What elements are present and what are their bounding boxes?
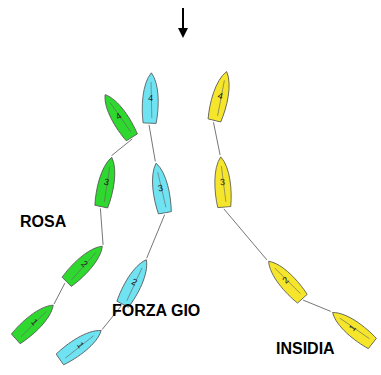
track-line xyxy=(112,139,133,156)
boat-number: 4 xyxy=(140,92,159,103)
boat: 1 xyxy=(8,298,59,347)
track-line xyxy=(224,209,267,260)
boat-number: 3 xyxy=(212,176,232,187)
boat-name-label: INSIDIA xyxy=(276,340,335,358)
wind-arrow-shaft xyxy=(182,8,184,30)
boat: 2 xyxy=(59,239,109,289)
boat: 4 xyxy=(96,89,140,143)
boat: 1 xyxy=(53,322,106,367)
boat: 3 xyxy=(211,155,234,208)
track-line xyxy=(149,125,155,161)
boat: 2 xyxy=(113,255,154,310)
boat-name-label: FORZA GIO xyxy=(112,302,200,320)
boat: 4 xyxy=(204,68,235,123)
wind-arrow-head xyxy=(178,28,188,38)
boat: 2 xyxy=(261,254,310,305)
track-line xyxy=(54,283,65,304)
boat: 4 xyxy=(140,72,161,125)
track-line xyxy=(100,208,103,244)
boat: 3 xyxy=(146,161,174,216)
track-line xyxy=(213,122,220,155)
boat-name-label: ROSA xyxy=(20,213,66,231)
boat: 3 xyxy=(91,155,120,210)
track-line xyxy=(147,215,165,259)
track-line xyxy=(303,300,331,311)
